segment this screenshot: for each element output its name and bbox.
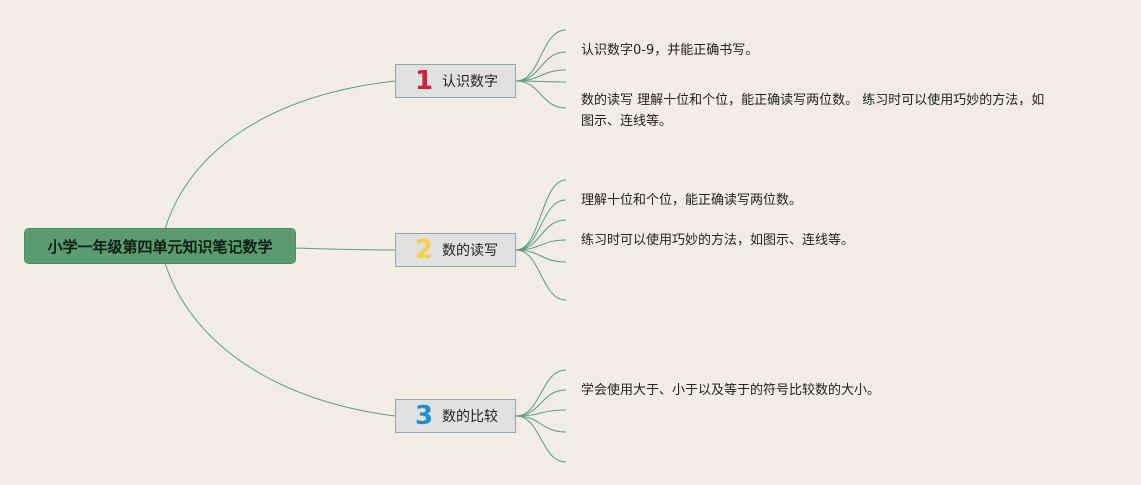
edge-branch-2-leaf-2 [515,199,567,251]
branch-label: 数的比较 [442,409,498,425]
number-three-icon: 3 [414,401,434,431]
leaf-note[interactable]: 图示、连线等。 [581,114,673,129]
root-topic-label: 小学一年级第四单元知识笔记数学 [47,237,273,256]
leaf-note[interactable]: 认识数字0-9，并能正确书写。 [581,43,759,58]
leaf-note[interactable]: 数的读写 理解十位和个位，能正确读写两位数。 练习时可以使用巧妙的方法，如 [581,93,1045,108]
edge-branch-1-leaf-2 [515,51,567,82]
edge-root-to-branch-1 [164,80,396,230]
root-topic[interactable]: 小学一年级第四单元知识笔记数学 [25,229,295,263]
leaf-note[interactable]: 练习时可以使用巧妙的方法，如图示、连线等。 [581,233,855,248]
leaf-note[interactable]: 理解十位和个位，能正确读写两位数。 [581,193,803,208]
edge-branch-1-leaf-1 [515,29,567,82]
edge-branch-2-leaf-1 [515,179,567,251]
edge-branch-2-leaf-4 [515,239,567,251]
number-two-icon: 2 [414,235,434,265]
edge-branch-2-leaf-3 [515,219,567,251]
branch-label: 数的读写 [442,243,498,259]
edge-branch-3-leaf-1 [515,369,567,417]
branch-recognize-digits[interactable]: 1 认识数字 [395,64,516,98]
edge-branch-1-leaf-5 [515,80,567,109]
number-one-icon: 1 [414,66,434,96]
branch-read-write-numbers[interactable]: 2 数的读写 [395,233,516,267]
edge-branch-3-leaf-2 [515,389,567,417]
edge-branch-3-leaf-4 [515,415,567,433]
edge-branch-2-leaf-5 [515,249,567,263]
edge-root-to-branch-3 [164,262,396,417]
leaf-note[interactable]: 学会使用大于、小于以及等于的符号比较数的大小。 [581,383,881,398]
branch-label: 认识数字 [442,74,498,90]
edge-branch-2-leaf-6 [515,249,567,301]
branch-compare-numbers[interactable]: 3 数的比较 [395,399,516,433]
edge-branch-3-leaf-5 [515,415,567,463]
edge-root-to-branch-2 [294,247,396,251]
